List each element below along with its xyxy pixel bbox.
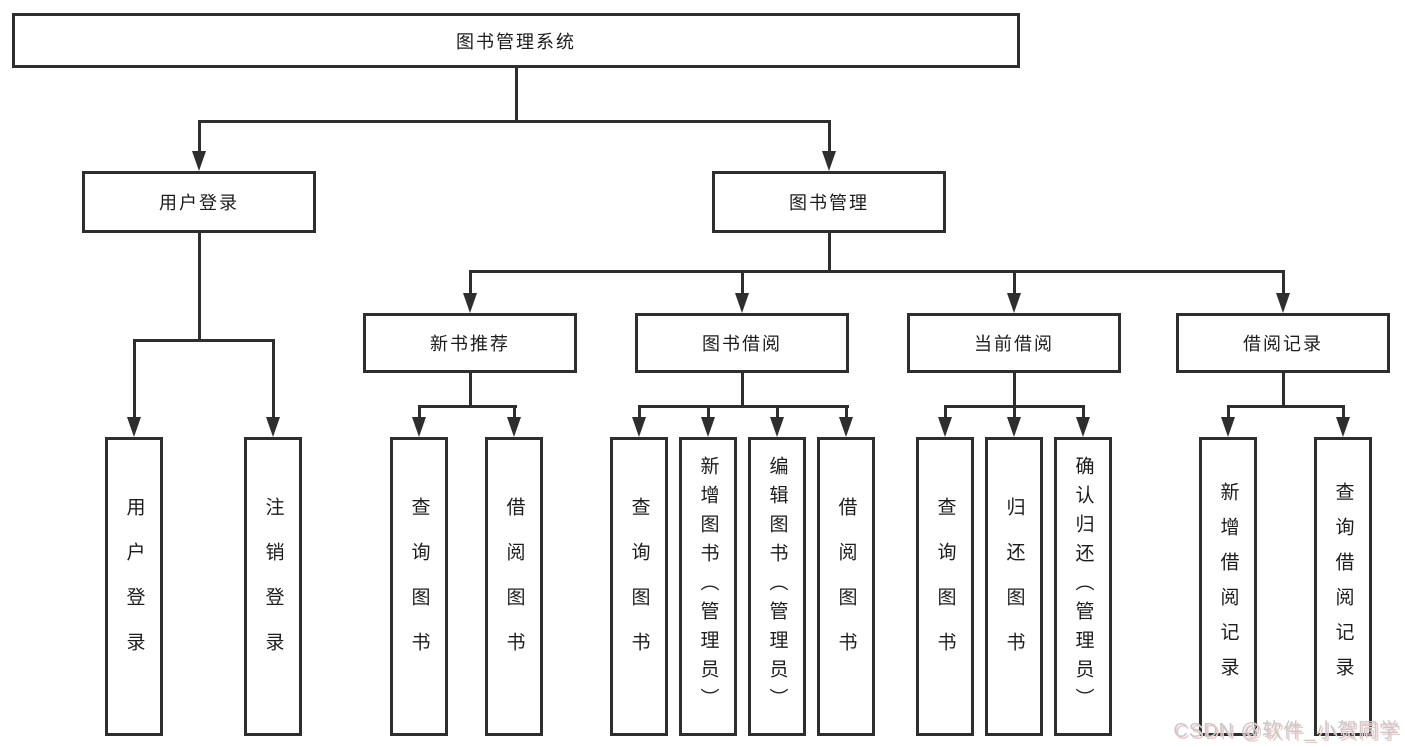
node-return-books: 归还图书 — [985, 437, 1043, 736]
connector-current-stub — [1013, 373, 1016, 405]
arrowhead-down-icon — [701, 417, 715, 437]
node-query-borrow-record: 查询借阅记录 — [1314, 437, 1372, 736]
arrowhead-down-icon — [1221, 417, 1235, 437]
connector-shaft — [1082, 405, 1085, 420]
connector-shaft — [638, 405, 641, 420]
connector-shaft — [707, 405, 710, 420]
arrowhead-down-icon — [839, 417, 853, 437]
node-borrow-books: 借阅图书 — [817, 437, 875, 736]
node-user-login: 用户登录 — [105, 437, 163, 736]
arrowhead-down-icon — [463, 293, 477, 313]
node-query-books: 查询图书 — [390, 437, 448, 736]
node-library-system: 图书管理系统 — [12, 13, 1020, 68]
node-book-borrowing: 图书借阅 — [635, 313, 849, 373]
connector-shaft — [1227, 405, 1230, 420]
arrowhead-down-icon — [735, 293, 749, 313]
connector-root-stub — [515, 68, 518, 120]
connector-shaft — [1013, 270, 1016, 296]
watermark: CSDN @软件_小贺同学 — [1173, 720, 1400, 742]
node-edit-books-admin: 编辑图书（管理员） — [748, 437, 806, 736]
node-new-book-recommend: 新书推荐 — [363, 313, 577, 373]
arrowhead-down-icon — [266, 417, 280, 437]
connector-bookmgmt-bar — [469, 270, 1285, 273]
connector-shaft — [944, 405, 947, 420]
connector-shaft — [133, 339, 136, 420]
connector-userlogin-bar — [133, 339, 275, 342]
node-query-books: 查询图书 — [916, 437, 974, 736]
node-borrowing-records: 借阅记录 — [1176, 313, 1390, 373]
connector-shaft — [741, 270, 744, 296]
connector-borrow-bar — [638, 405, 849, 408]
arrowhead-down-icon — [1336, 417, 1350, 437]
connector-records-bar — [1227, 405, 1345, 408]
arrowhead-down-icon — [938, 417, 952, 437]
arrowhead-down-icon — [632, 417, 646, 437]
node-current-borrowing: 当前借阅 — [907, 313, 1121, 373]
connector-shaft — [828, 120, 831, 155]
node-logout: 注销登录 — [244, 437, 302, 736]
connector-shaft — [1342, 405, 1345, 420]
connector-shaft — [469, 270, 472, 296]
arrowhead-down-icon — [770, 417, 784, 437]
connector-records-stub — [1282, 373, 1285, 405]
node-confirm-return-admin: 确认归还（管理员） — [1054, 437, 1112, 736]
connector-shaft — [272, 339, 275, 420]
connector-shaft — [1013, 405, 1016, 420]
arrowhead-down-icon — [1007, 417, 1021, 437]
arrowhead-down-icon — [192, 151, 206, 171]
connector-userlogin-stub — [198, 233, 201, 339]
arrowhead-down-icon — [822, 151, 836, 171]
node-query-books: 查询图书 — [610, 437, 668, 736]
connector-shaft — [198, 120, 201, 155]
arrowhead-down-icon — [507, 417, 521, 437]
connector-newrec-bar — [418, 405, 517, 408]
connector-shaft — [513, 405, 516, 420]
connector-root-bar — [198, 120, 831, 123]
connector-shaft — [1282, 270, 1285, 296]
connector-bookmgmt-stub — [828, 233, 831, 270]
node-book-management: 图书管理 — [712, 171, 946, 233]
node-borrow-books: 借阅图书 — [485, 437, 543, 736]
arrowhead-down-icon — [1007, 293, 1021, 313]
node-user-login-group: 用户登录 — [82, 171, 316, 233]
arrowhead-down-icon — [1276, 293, 1290, 313]
connector-borrow-stub — [741, 373, 744, 405]
arrowhead-down-icon — [127, 417, 141, 437]
arrowhead-down-icon — [1076, 417, 1090, 437]
connector-shaft — [776, 405, 779, 420]
node-add-books-admin: 新增图书（管理员） — [679, 437, 737, 736]
connector-newrec-stub — [469, 373, 472, 405]
node-add-borrow-record: 新增借阅记录 — [1199, 437, 1257, 736]
connector-shaft — [845, 405, 848, 420]
connector-shaft — [418, 405, 421, 420]
arrowhead-down-icon — [412, 417, 426, 437]
